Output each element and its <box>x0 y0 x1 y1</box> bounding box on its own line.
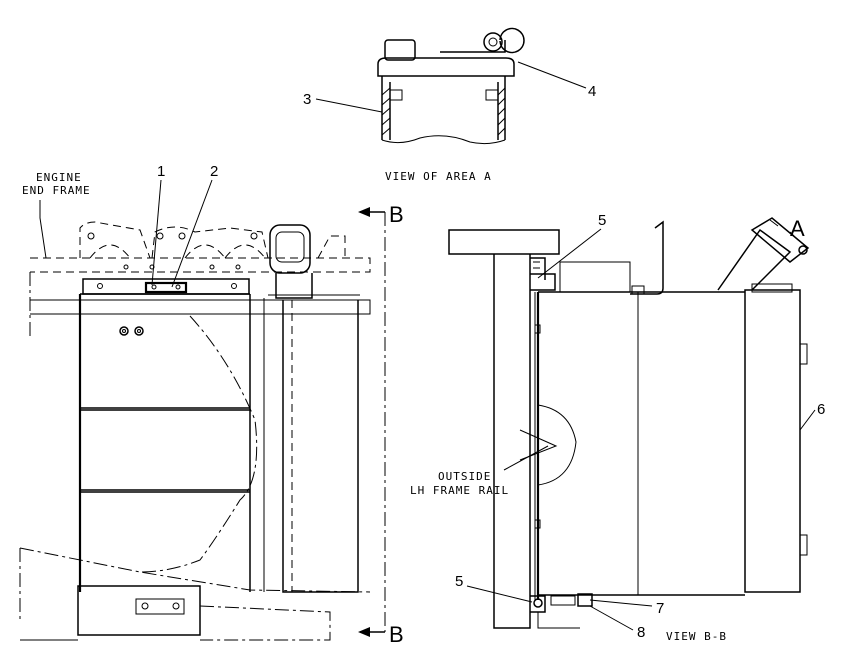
tank-body-section-view <box>519 289 808 600</box>
mounting-bracket <box>82 278 250 295</box>
section-marker-b-top: B <box>389 202 404 227</box>
callout-2: 2 <box>210 163 218 180</box>
leader-5-top <box>537 228 602 279</box>
leader-4 <box>517 61 587 89</box>
bottom-mount-plate <box>20 585 331 641</box>
callout-5-bottom: 5 <box>455 573 463 590</box>
leader-6 <box>799 409 816 431</box>
callout-7: 7 <box>656 600 664 617</box>
leader-3 <box>315 98 383 113</box>
callout-3: 3 <box>303 91 311 108</box>
engine-end-frame-line2: END FRAME <box>22 184 91 197</box>
engine-end-frame <box>30 221 371 273</box>
leader-outside-rail <box>503 445 549 471</box>
neck-section-hatch <box>381 87 506 136</box>
bottom-fittings <box>530 593 593 629</box>
leader-1 <box>151 179 162 286</box>
engine-end-frame-label: ENGINE END FRAME <box>22 171 91 197</box>
leader-2 <box>171 179 213 288</box>
view-bb-label: VIEW B-B <box>666 630 727 643</box>
frame-bolt-holes <box>87 232 258 270</box>
engine-end-frame-line1: ENGINE <box>36 171 82 184</box>
outside-line1: OUTSIDE <box>438 470 491 483</box>
leader-7 <box>589 599 653 607</box>
leader-8 <box>589 605 634 631</box>
outside-lh-frame-rail-label: OUTSIDE LH FRAME RAIL <box>410 470 509 497</box>
callout-5-top: 5 <box>598 212 606 229</box>
detail-marker-a: A <box>790 216 805 241</box>
callout-4: 4 <box>588 83 596 100</box>
section-cut-line-bb <box>358 207 386 637</box>
callout-8: 8 <box>637 624 645 641</box>
tank-body-left-view <box>30 293 371 593</box>
callout-6: 6 <box>817 401 825 418</box>
section-marker-b-bottom: B <box>389 622 404 647</box>
view-of-area-a-label: VIEW OF AREA A <box>385 170 492 183</box>
engine-end-frame-leader <box>39 200 47 259</box>
view-of-area-a-detail <box>377 27 525 145</box>
filler-neck-angled <box>717 217 810 293</box>
leader-5-bottom <box>466 585 533 603</box>
callout-1: 1 <box>157 163 165 180</box>
outside-line2: LH FRAME RAIL <box>410 484 509 497</box>
filler-neck-top <box>268 224 360 299</box>
frame-rail-section <box>448 229 560 629</box>
frame-rail-phantom <box>19 272 371 620</box>
